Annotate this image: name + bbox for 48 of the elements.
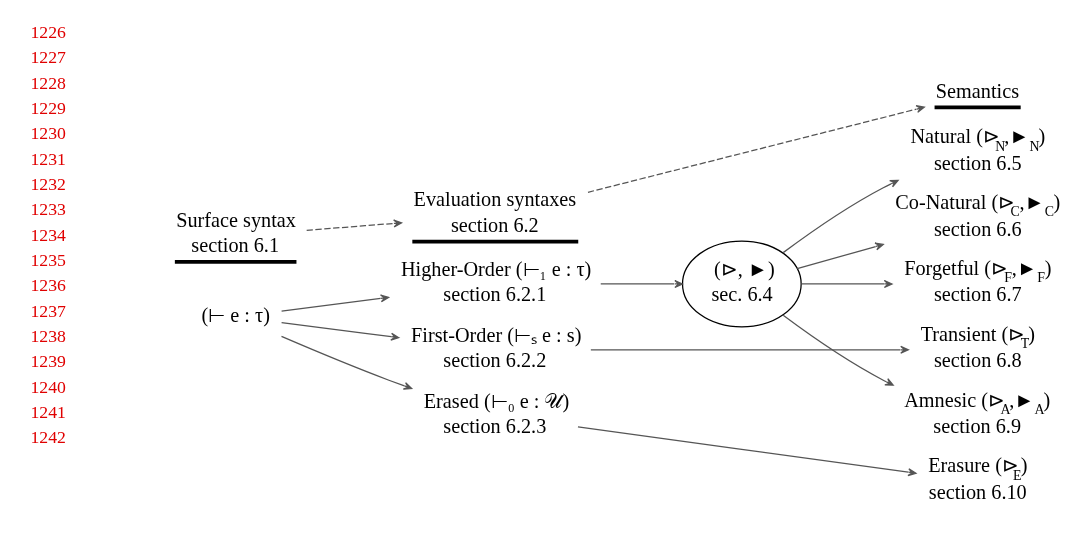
arrow [577, 426, 917, 477]
arrow [782, 314, 894, 386]
arrow [306, 219, 403, 231]
label: 1237 [30, 300, 66, 321]
label: 1239 [30, 351, 66, 372]
label: 1242 [30, 427, 66, 448]
node-label: section 6.2 [450, 213, 539, 236]
node-text: Amnesic (⊳$_{A}$,►$_{A}$) section 6.9 [904, 388, 1051, 438]
node-text: Co-Natural (⊳$_{C}$,►$_{C}$) section 6.6 [895, 190, 1061, 240]
arrow [600, 279, 684, 288]
label: 1233 [30, 199, 66, 220]
label: 1238 [30, 325, 66, 346]
arrow [782, 179, 899, 254]
arrow [587, 105, 925, 193]
arrow [796, 242, 884, 270]
node-ellipse: (⊳, ►) sec. 6.4 [681, 240, 802, 328]
node-label: section 6.1 [191, 234, 280, 257]
node-label: Semantics [935, 79, 1020, 102]
node-box [174, 259, 297, 264]
arrow [280, 322, 400, 341]
label: 1229 [30, 97, 66, 118]
arrow [280, 335, 413, 390]
label: 1227 [30, 47, 66, 68]
label: 1240 [30, 376, 66, 397]
node-text: Transient (⊳$_{T}$) section 6.8 [920, 322, 1036, 372]
node-box [412, 239, 579, 244]
label: 1226 [30, 21, 66, 42]
label: 1236 [30, 275, 66, 296]
node-text: First-Order (⊢ₛ e : s) section 6.2.2 [411, 323, 582, 372]
label: 1235 [30, 249, 66, 270]
label: 1228 [30, 72, 66, 93]
node-text: Erased (⊢₀ e : 𝒰) section 6.2.3 [423, 389, 570, 438]
label: 1241 [30, 401, 66, 422]
label: 1231 [30, 148, 66, 169]
label: 1234 [30, 224, 66, 245]
label: 1232 [30, 173, 66, 194]
arrow [800, 279, 893, 288]
node-text: Higher-Order (⊢₁ e : τ) section 6.2.1 [400, 258, 592, 306]
node-text: Natural (⊳$_{N}$,►$_{N}$) section 6.5 [910, 125, 1046, 174]
node-text: (⊢ e : τ) [201, 303, 270, 326]
arrow [590, 345, 909, 354]
arrow [280, 294, 390, 312]
label: 1230 [30, 123, 66, 144]
node-label: Evaluation syntaxes [413, 188, 577, 211]
node-text: Erasure (⊳$_{E}$) section 6.10 [928, 454, 1028, 504]
node-label: Surface syntax [176, 208, 296, 231]
node-box [934, 105, 1021, 110]
node-text: Forgetful (⊳$_{F}$,►$_{F}$) section 6.7 [904, 256, 1052, 306]
